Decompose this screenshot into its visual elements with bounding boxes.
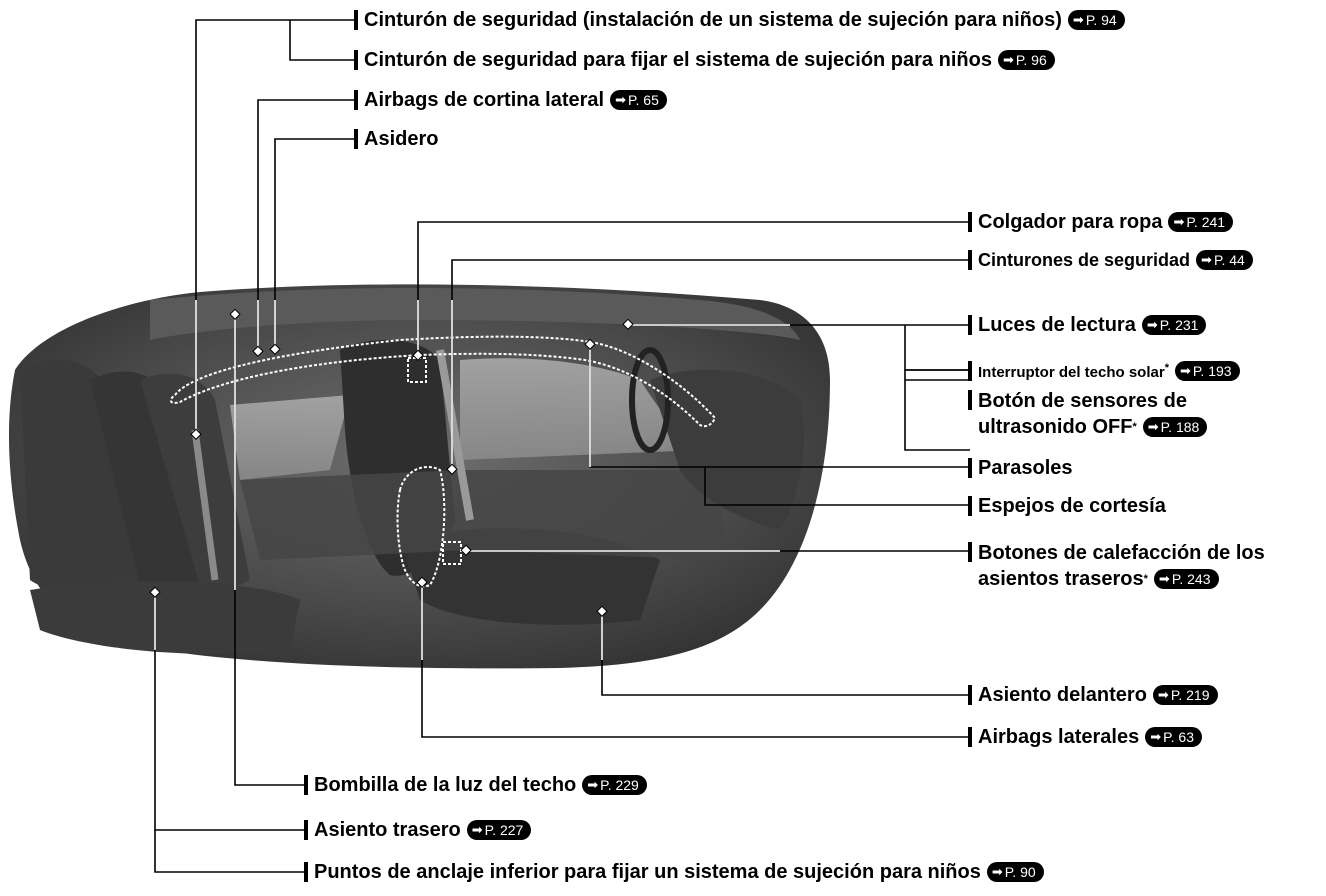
right-arrow-icon: ➡ xyxy=(1157,687,1169,702)
label-espejos: Espejos de cortesía xyxy=(968,494,1166,518)
page-ref-badge[interactable]: ➡P. 65 xyxy=(610,90,667,110)
page-ref-badge[interactable]: ➡P. 90 xyxy=(986,862,1044,882)
label-colgador: Colgador para ropa ➡P. 241 xyxy=(968,210,1234,234)
label-airbags-cortina: Airbags de cortina lateral ➡P. 65 xyxy=(354,88,667,112)
page-ref-badge[interactable]: ➡P. 241 xyxy=(1168,212,1234,232)
hanger-box xyxy=(407,357,427,383)
label-asiento-delantero: Asiento delantero ➡P. 219 xyxy=(968,683,1218,707)
page-ref-badge[interactable]: ➡P. 193 xyxy=(1174,360,1240,381)
page-ref-badge[interactable]: ➡P. 63 xyxy=(1145,727,1202,747)
right-arrow-icon: ➡ xyxy=(1147,419,1159,434)
label-bombilla: Bombilla de la luz del techo ➡P. 229 xyxy=(304,773,647,797)
label-puntos-anclaje: Puntos de anclaje inferior para fijar un… xyxy=(304,860,1044,884)
rear-seatbelt-strip xyxy=(191,429,219,581)
page-ref-badge[interactable]: ➡P. 229 xyxy=(582,775,647,795)
label-parasoles: Parasoles xyxy=(968,456,1073,480)
steering-wheel xyxy=(629,347,671,453)
label-interruptor-techo: Interruptor del techo solar* ➡P. 193 xyxy=(968,356,1240,385)
right-arrow-icon: ➡ xyxy=(615,92,626,107)
label-cinturon-fijar: Cinturón de seguridad para fijar el sist… xyxy=(354,48,1055,72)
curtain-airbag-outline xyxy=(169,335,717,428)
rear-seat-right xyxy=(140,373,250,589)
roof-area xyxy=(150,287,800,340)
rear-seat-mid xyxy=(90,371,215,592)
right-arrow-icon: ➡ xyxy=(1150,729,1162,744)
page-ref-badge[interactable]: ➡P. 188 xyxy=(1142,417,1208,437)
label-boton-sensores: Botón de sensores de ultrasonido OFF* ➡P… xyxy=(968,388,1208,440)
rear-seat-left xyxy=(20,359,150,595)
dashboard xyxy=(650,369,804,530)
label-asiento-trasero: Asiento trasero ➡P. 227 xyxy=(304,818,532,842)
door-panel xyxy=(240,470,724,560)
side-airbag-outline xyxy=(396,465,446,588)
page-ref-badge[interactable]: ➡P. 44 xyxy=(1196,250,1253,270)
label-asidero: Asidero xyxy=(354,127,438,151)
right-arrow-icon: ➡ xyxy=(1146,317,1158,332)
page-ref-badge[interactable]: ➡P. 219 xyxy=(1152,685,1218,705)
label-cinturones: Cinturones de seguridad ➡P. 44 xyxy=(968,248,1253,272)
right-arrow-icon: ➡ xyxy=(587,777,599,792)
page-ref-badge[interactable]: ➡P. 227 xyxy=(466,820,532,840)
seatbelt-strip xyxy=(436,349,474,521)
right-arrow-icon: ➡ xyxy=(1201,252,1212,267)
right-arrow-icon: ➡ xyxy=(1179,362,1191,378)
right-arrow-icon: ➡ xyxy=(991,864,1003,879)
page-ref-badge[interactable]: ➡P. 94 xyxy=(1067,10,1125,30)
page-ref-badge[interactable]: ➡P. 96 xyxy=(997,50,1055,70)
right-arrow-icon: ➡ xyxy=(1002,52,1014,67)
label-cinturon-instalacion: Cinturón de seguridad (instalación de un… xyxy=(354,8,1125,32)
leader-dots xyxy=(149,308,634,617)
label-luces-lectura: Luces de lectura ➡P. 231 xyxy=(968,313,1207,337)
label-botones-calefaccion: Botones de calefacción de los asientos t… xyxy=(968,540,1265,592)
label-airbags-laterales: Airbags laterales ➡P. 63 xyxy=(968,725,1202,749)
leader-lines-inner xyxy=(154,300,790,660)
right-arrow-icon: ➡ xyxy=(1158,571,1170,586)
rear-cushion xyxy=(30,581,300,654)
right-arrow-icon: ➡ xyxy=(1173,214,1185,229)
page-ref-badge[interactable]: ➡P. 243 xyxy=(1153,569,1219,589)
page-ref-badge[interactable]: ➡P. 231 xyxy=(1141,315,1207,335)
right-arrow-icon: ➡ xyxy=(471,822,483,837)
right-arrow-icon: ➡ xyxy=(1072,12,1084,27)
rear-window xyxy=(230,395,350,480)
